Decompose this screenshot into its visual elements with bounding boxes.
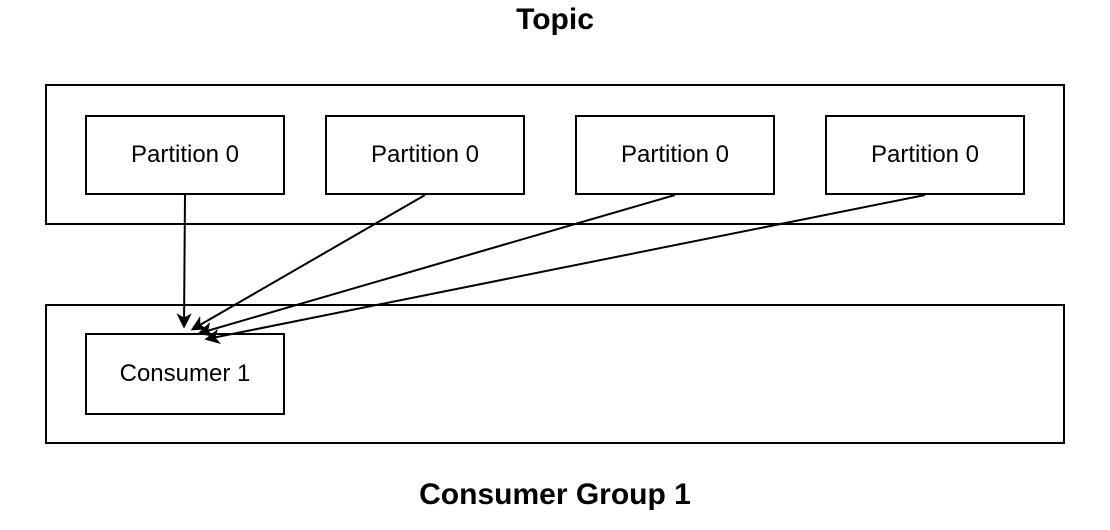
consumer-box-1: Consumer 1 [85, 333, 285, 415]
partition-box-4: Partition 0 [825, 115, 1025, 195]
partition-box-1: Partition 0 [85, 115, 285, 195]
partition-box-3: Partition 0 [575, 115, 775, 195]
consumer-group-title: Consumer Group 1 [419, 478, 691, 511]
partition-box-2: Partition 0 [325, 115, 525, 195]
topic-title: Topic [516, 3, 594, 36]
